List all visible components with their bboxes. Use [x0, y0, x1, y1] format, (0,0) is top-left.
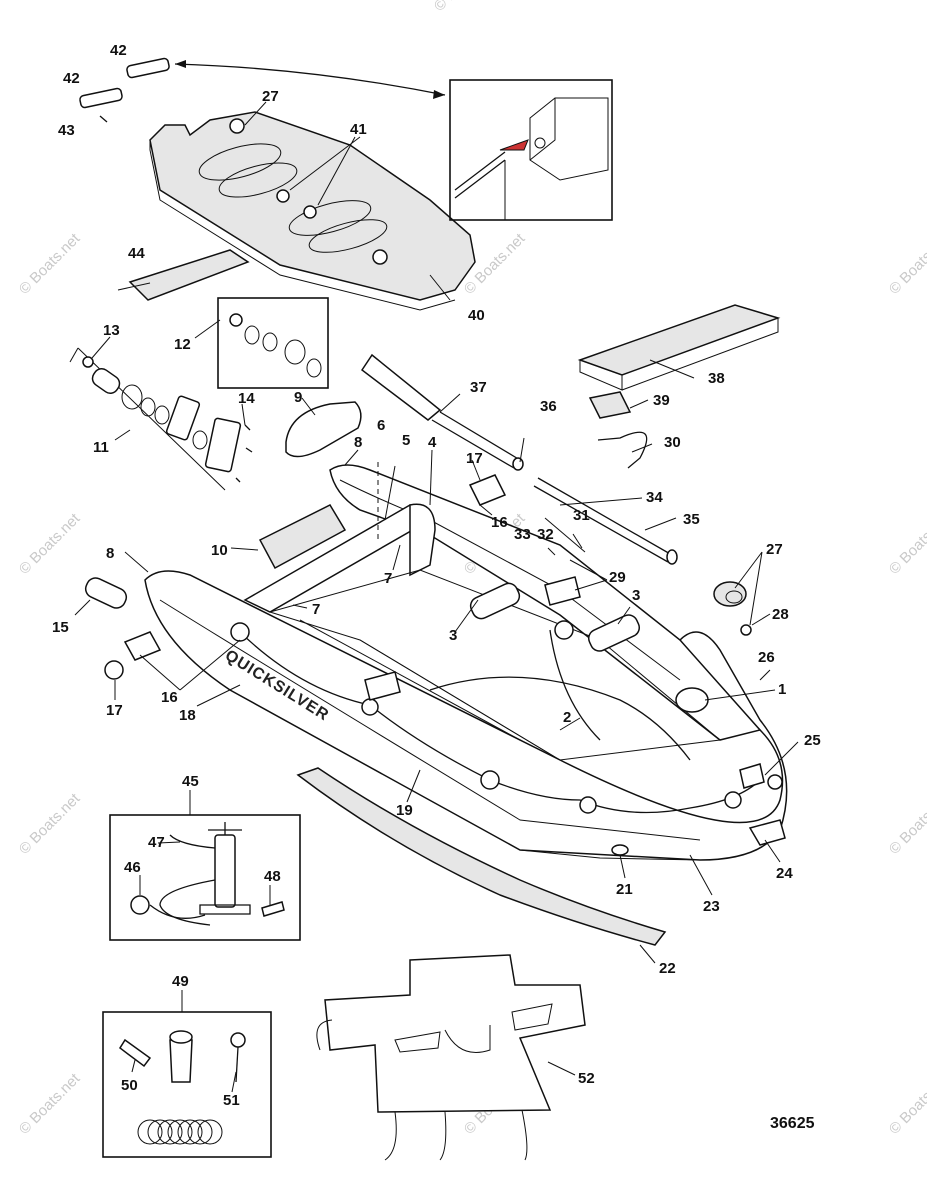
leader-lines [74, 101, 799, 1093]
oar [360, 353, 524, 471]
detail-inset [449, 79, 613, 221]
callout-29: 29 [609, 569, 626, 586]
drawing-number: 36625 [770, 1115, 815, 1132]
callout-16: 16 [161, 689, 178, 706]
handle-15 [84, 577, 128, 609]
callout-35: 35 [683, 511, 700, 528]
watermark: © Boats.net [16, 230, 84, 298]
callout-8: 8 [106, 545, 114, 562]
side-panel-10 [258, 504, 347, 570]
seat-strip-39 [588, 391, 632, 419]
callout-7: 7 [312, 601, 320, 618]
callout-1: 1 [778, 681, 786, 698]
callout-3: 3 [632, 587, 640, 604]
callout-18: 18 [179, 707, 196, 724]
callout-51: 51 [223, 1092, 240, 1109]
valve-27 [713, 581, 752, 636]
callout-labels: 1 2 3 3 4 5 6 7 7 8 8 9 10 11 12 13 14 1… [52, 42, 821, 1109]
valve-assembly [69, 347, 253, 491]
watermark: © Boats.net [16, 790, 84, 858]
callout-31: 31 [573, 507, 590, 524]
cable-30 [597, 431, 648, 469]
callout-5: 5 [402, 432, 410, 449]
callout-30: 30 [664, 434, 681, 451]
callout-39: 39 [653, 392, 670, 409]
carry-handle-9 [285, 401, 362, 458]
keel-strip-22 [296, 767, 667, 946]
callout-19: 19 [396, 802, 413, 819]
boat-cover [316, 954, 586, 1161]
callout-48: 48 [264, 868, 281, 885]
callout-15: 15 [52, 619, 69, 636]
callout-36: 36 [540, 398, 557, 415]
rowlock-rod [533, 477, 678, 565]
watermark: © Boats.net [16, 510, 84, 578]
strip-44 [128, 249, 250, 301]
callout-28: 28 [772, 606, 789, 623]
callout-42: 42 [63, 70, 80, 87]
callout-14: 14 [238, 390, 255, 407]
callout-40: 40 [468, 307, 485, 324]
watermark: © Boats.net [886, 510, 927, 578]
callout-25: 25 [804, 732, 821, 749]
callout-49: 49 [172, 973, 189, 990]
callout-27: 27 [766, 541, 783, 558]
watermark: © Boats.net [431, 0, 499, 15]
callout-8: 8 [354, 434, 362, 451]
callout-45: 45 [182, 773, 199, 790]
callout-33: 33 [514, 526, 531, 543]
boat-hull: QUICKSILVER [144, 464, 788, 861]
callout-10: 10 [211, 542, 228, 559]
callout-43: 43 [58, 122, 75, 139]
callout-4: 4 [428, 434, 437, 451]
callout-47: 47 [148, 834, 165, 851]
callout-16: 16 [491, 514, 508, 531]
callout-12: 12 [174, 336, 191, 353]
callout-34: 34 [646, 489, 663, 506]
watermark: © Boats.net [16, 1070, 84, 1138]
watermark: © Boats.net [886, 1070, 927, 1138]
pump-kit-box [109, 814, 301, 941]
seat-bench [577, 304, 781, 391]
callout-52: 52 [578, 1070, 595, 1087]
callout-13: 13 [103, 322, 120, 339]
watermark: © Boats.net [886, 790, 927, 858]
callout-50: 50 [121, 1077, 138, 1094]
callout-17: 17 [106, 702, 123, 719]
callout-6: 6 [377, 417, 385, 434]
reference-arrow [174, 63, 446, 96]
repair-kit-box [102, 1011, 272, 1158]
callout-44: 44 [128, 245, 145, 262]
callout-9: 9 [294, 389, 302, 406]
ring-17-left [104, 660, 124, 680]
callout-27: 27 [262, 88, 279, 105]
callout-21: 21 [616, 881, 633, 898]
callout-24: 24 [776, 865, 793, 882]
callout-46: 46 [124, 859, 141, 876]
callout-3: 3 [449, 627, 457, 644]
callout-22: 22 [659, 960, 676, 977]
callout-42: 42 [110, 42, 127, 59]
callout-17: 17 [466, 450, 483, 467]
callout-23: 23 [703, 898, 720, 915]
rods-group [79, 57, 170, 123]
valve-kit-box [217, 297, 329, 389]
watermark: © Boats.net [886, 230, 927, 298]
callout-7: 7 [384, 570, 392, 587]
callout-38: 38 [708, 370, 725, 387]
callout-37: 37 [470, 379, 487, 396]
callout-41: 41 [350, 121, 367, 138]
plate-16-left [123, 631, 162, 661]
floor-panel [149, 111, 476, 311]
callout-32: 32 [537, 526, 554, 543]
callout-26: 26 [758, 649, 775, 666]
plate-16-top [468, 474, 507, 506]
callout-2: 2 [563, 709, 571, 726]
callout-11: 11 [93, 439, 109, 456]
